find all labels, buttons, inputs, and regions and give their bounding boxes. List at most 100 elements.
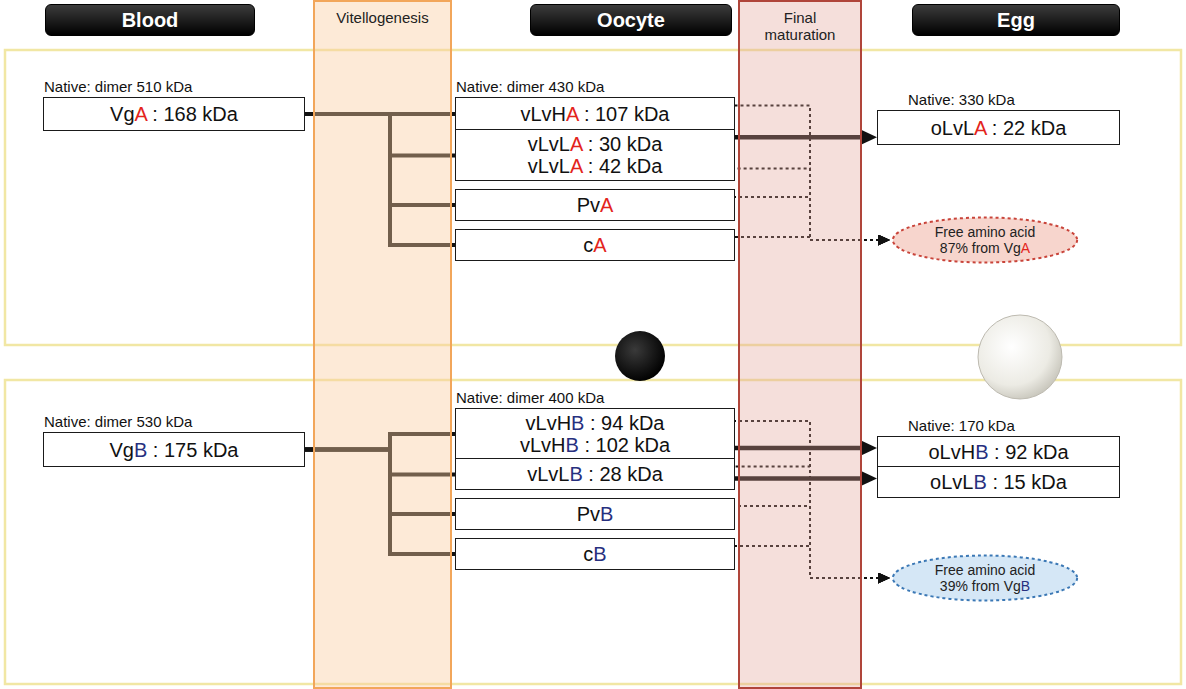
text-run: vLvL: [527, 463, 569, 485]
protein-box: vLvLA : 30 kDavLvLA : 42 kDa: [455, 129, 735, 181]
text-run: Free amino acid 39% from Vg: [935, 562, 1035, 594]
protein-box: PvB: [455, 498, 735, 530]
subunit-letter: A: [1021, 240, 1030, 256]
text-run: Native: 330 kDa: [908, 91, 1015, 108]
subunit-letter: A: [570, 155, 582, 177]
protein-label: vLvLB : 28 kDa: [527, 463, 663, 485]
amino-acid-pool: Free amino acid 39% from VgB: [890, 553, 1080, 603]
protein-box: Native: dimer 430 kDavLvHA : 107 kDa: [455, 97, 735, 131]
subunit-letter: B: [571, 412, 584, 434]
protein-label: VgB : 175 kDa: [110, 439, 239, 461]
text-run: oLvL: [931, 117, 974, 139]
protein-box: vLvLB : 28 kDa: [455, 458, 735, 490]
text-run: : 42 kDa: [582, 155, 662, 177]
panel-frame: [5, 380, 1181, 684]
subunit-letter: A: [566, 103, 578, 125]
text-run: Native: 170 kDa: [908, 417, 1015, 434]
text-run: Pv: [577, 503, 600, 525]
subunit-letter: B: [975, 441, 988, 463]
protein-box: cA: [455, 229, 735, 261]
stage-label: Final maturation: [758, 10, 842, 43]
pool-label: Free amino acid 39% from VgB: [923, 562, 1048, 594]
subunit-letter: A: [593, 234, 606, 256]
text-run: : 30 kDa: [582, 133, 662, 155]
subunit-letter: B: [593, 543, 606, 565]
stage-band: Vitellogenesis: [313, 0, 452, 689]
amino-acid-pool: Free amino acid 87% from VgA: [890, 215, 1080, 265]
pool-ellipse: [893, 556, 1077, 601]
subunit-letter: A: [570, 133, 582, 155]
protein-label: vLvHA : 107 kDa: [521, 103, 670, 125]
native-size-label: Native: dimer 510 kDa: [44, 78, 192, 98]
subunit-letter: B: [973, 471, 986, 493]
text-run: vLvH: [520, 434, 566, 456]
text-run: oLvH: [928, 441, 975, 463]
native-size-label: Native: dimer 430 kDa: [456, 78, 604, 98]
column-title: Oocyte: [597, 9, 665, 31]
text-run: Native: dimer 430 kDa: [456, 78, 604, 95]
text-run: : 107 kDa: [578, 103, 669, 125]
protein-label: PvA: [577, 194, 614, 216]
protein-box: Native: dimer 530 kDaVgB : 175 kDa: [43, 432, 305, 467]
protein-box: PvA: [455, 189, 735, 221]
subunit-letter: B: [134, 439, 147, 461]
text-run: : 15 kDa: [987, 471, 1067, 493]
text-run: c: [583, 543, 593, 565]
text-run: : 22 kDa: [986, 117, 1066, 139]
text-run: Vg: [110, 439, 134, 461]
protein-label: PvB: [577, 503, 614, 525]
column-title: Blood: [122, 9, 179, 31]
protein-box: Native: dimer 400 kDavLvHB : 94 kDavLvHB…: [455, 408, 735, 460]
panel-frame: [5, 50, 1181, 345]
protein-label: VgA : 168 kDa: [110, 103, 238, 125]
subunit-letter: B: [569, 463, 582, 485]
column-header: Egg: [912, 4, 1120, 36]
text-run: : 102 kDa: [579, 434, 670, 456]
oocyte-image: [615, 331, 665, 381]
subunit-letter: A: [135, 103, 147, 125]
native-size-label: Native: dimer 530 kDa: [44, 413, 192, 433]
subunit-letter: B: [1021, 578, 1030, 594]
text-run: Pv: [577, 194, 600, 216]
text-run: Native: dimer 400 kDa: [456, 389, 604, 406]
text-run: Native: dimer 530 kDa: [44, 413, 192, 430]
pool-ellipse: [893, 218, 1077, 263]
text-run: : 94 kDa: [584, 412, 664, 434]
text-run: Free amino acid 87% from Vg: [935, 224, 1035, 256]
text-run: vLvH: [526, 412, 572, 434]
native-size-label: Native: 330 kDa: [908, 91, 1015, 111]
protein-label: vLvHB : 102 kDa: [520, 434, 670, 456]
text-run: : 92 kDa: [989, 441, 1069, 463]
native-size-label: Native: 170 kDa: [908, 417, 1015, 437]
text-run: : 168 kDa: [147, 103, 238, 125]
protein-box: Native: dimer 510 kDaVgA : 168 kDa: [43, 97, 305, 131]
column-header: Blood: [45, 4, 255, 36]
subunit-letter: A: [974, 117, 986, 139]
protein-label: vLvLA : 30 kDa: [528, 133, 663, 155]
text-run: oLvL: [930, 471, 973, 493]
stage-label: Vitellogenesis: [336, 10, 428, 27]
pool-label: Free amino acid 87% from VgA: [923, 224, 1048, 256]
text-run: : 175 kDa: [147, 439, 238, 461]
column-title: Egg: [997, 9, 1035, 31]
protein-box: oLvLB : 15 kDa: [877, 466, 1120, 498]
protein-box: Native: 170 kDaoLvHB : 92 kDa: [877, 436, 1120, 468]
protein-label: vLvLA : 42 kDa: [528, 155, 663, 177]
subunit-letter: B: [566, 434, 579, 456]
subunit-letter: B: [600, 503, 613, 525]
protein-label: vLvHB : 94 kDa: [526, 412, 665, 434]
protein-box: cB: [455, 538, 735, 570]
protein-label: cA: [583, 234, 606, 256]
text-run: Native: dimer 510 kDa: [44, 78, 192, 95]
protein-label: oLvLB : 15 kDa: [930, 471, 1067, 493]
text-run: vLvL: [528, 155, 570, 177]
protein-box: Native: 330 kDaoLvLA : 22 kDa: [877, 110, 1120, 145]
column-header: Oocyte: [530, 4, 732, 36]
protein-label: oLvHB : 92 kDa: [928, 441, 1068, 463]
text-run: vLvH: [521, 103, 567, 125]
subunit-letter: A: [600, 194, 613, 216]
egg-image: [978, 315, 1062, 399]
text-run: vLvL: [528, 133, 570, 155]
